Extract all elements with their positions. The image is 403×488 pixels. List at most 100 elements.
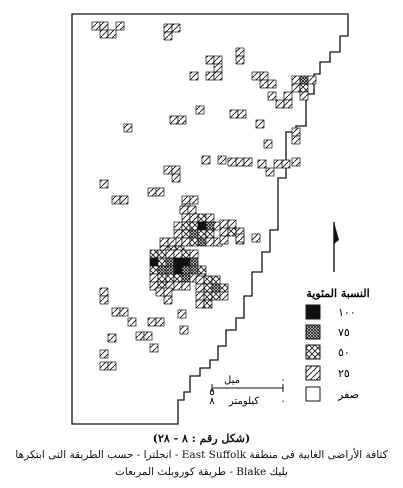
grid-cell bbox=[119, 195, 129, 205]
grid-cell bbox=[229, 109, 239, 119]
grid-cell bbox=[299, 91, 309, 101]
grid-cell bbox=[157, 249, 167, 259]
grid-cell bbox=[211, 291, 221, 301]
grid-cell bbox=[291, 135, 301, 145]
grid-cell bbox=[291, 127, 301, 137]
grid-cell bbox=[281, 159, 291, 169]
grid-cell bbox=[197, 221, 207, 231]
grid-cell bbox=[189, 257, 199, 267]
grid-cell bbox=[177, 309, 187, 319]
grid-cell bbox=[173, 265, 183, 275]
grid-cell bbox=[173, 221, 183, 231]
grid-cell bbox=[173, 229, 183, 239]
grid-cell bbox=[203, 291, 213, 301]
north-arrow-icon bbox=[333, 222, 339, 272]
grid-cell bbox=[307, 75, 317, 85]
grid-cell bbox=[257, 159, 267, 169]
grid-cell bbox=[227, 219, 237, 229]
legend-label-100: ١٠٠ bbox=[338, 306, 356, 319]
grid-cell bbox=[211, 275, 221, 285]
grid-cell bbox=[203, 283, 213, 293]
grid-cell bbox=[267, 79, 277, 89]
grid-cell bbox=[163, 165, 173, 175]
grid-cell bbox=[99, 287, 109, 297]
grid-cell bbox=[217, 155, 227, 165]
grid-cell bbox=[273, 159, 283, 169]
grid-cell bbox=[243, 157, 253, 167]
scale-miles-zero: ٠ bbox=[280, 375, 285, 386]
grid-cell bbox=[235, 55, 245, 65]
grid-cell bbox=[259, 71, 269, 81]
grid-cell bbox=[181, 273, 191, 283]
grid-cell bbox=[189, 229, 199, 239]
grid-cell bbox=[227, 227, 237, 237]
grid-cell bbox=[157, 273, 167, 283]
grid-cell bbox=[283, 99, 293, 109]
grid-cell bbox=[251, 233, 261, 243]
grid-cell bbox=[195, 275, 205, 285]
grid-cell bbox=[291, 83, 301, 93]
grid-cell bbox=[99, 21, 109, 31]
grid-cell bbox=[235, 233, 245, 243]
grid-cell bbox=[189, 195, 199, 205]
grid-cell bbox=[155, 287, 165, 297]
grid-cell bbox=[99, 349, 109, 359]
grid-cell bbox=[99, 29, 109, 39]
grid-cell bbox=[147, 317, 157, 327]
scale-miles-value: ٥ bbox=[209, 387, 214, 398]
grid-cell bbox=[205, 221, 215, 231]
grid-cell bbox=[169, 115, 179, 125]
grid-cell bbox=[189, 249, 199, 259]
grid-cell bbox=[177, 115, 187, 125]
legend-label-75: ٧٥ bbox=[338, 326, 350, 339]
grid-cell bbox=[219, 227, 229, 237]
grid-cell bbox=[107, 333, 117, 343]
grid-cell bbox=[195, 291, 205, 301]
grid-cell bbox=[127, 317, 137, 327]
grid-cell bbox=[165, 257, 175, 267]
grid-cell bbox=[165, 273, 175, 283]
grid-cell bbox=[173, 273, 183, 283]
grid-cell bbox=[163, 287, 173, 297]
grid-cell bbox=[267, 91, 277, 101]
grid-cell bbox=[283, 91, 293, 101]
grid-cell bbox=[179, 205, 189, 215]
grid-cell bbox=[213, 71, 223, 81]
legend-label-25: ٢٥ bbox=[338, 367, 350, 380]
grid-cell bbox=[173, 281, 183, 291]
grid-cell bbox=[205, 237, 215, 247]
grid-cell bbox=[299, 83, 309, 93]
caption-line-1: كثافة الأراضى الغابية فى منطقة East Suff… bbox=[15, 449, 388, 461]
grid-cell bbox=[149, 265, 159, 275]
grid-cell bbox=[235, 47, 245, 57]
grid-cell bbox=[181, 257, 191, 267]
grid-cell bbox=[235, 157, 245, 167]
grid-cell bbox=[205, 71, 215, 81]
grid-cell bbox=[195, 105, 205, 115]
scale-bar: ميل ٠ ٥ ٨ كيلومتر ٠ bbox=[209, 375, 285, 407]
grid-cell bbox=[197, 237, 207, 247]
grid-cell bbox=[203, 299, 213, 309]
grid-cell bbox=[291, 157, 301, 167]
grid-cell bbox=[181, 281, 191, 291]
grid-cell bbox=[189, 71, 199, 81]
legend-title: النسبة المئوية bbox=[306, 287, 369, 300]
grid-cell bbox=[265, 167, 275, 177]
grid-cell bbox=[99, 179, 109, 189]
grid-cell bbox=[163, 31, 173, 41]
grid-cell bbox=[189, 265, 199, 275]
caption-line-2: بليك Blake - طريقة كوروبلث المربعات bbox=[115, 466, 288, 478]
grid-cell bbox=[181, 265, 191, 275]
grid-cell bbox=[181, 213, 191, 223]
grid-cell bbox=[171, 173, 181, 183]
grid-cell bbox=[111, 195, 121, 205]
legend-swatch-100 bbox=[305, 304, 321, 320]
grid-cell bbox=[163, 295, 173, 305]
map-frame bbox=[71, 13, 349, 425]
legend-swatch-50 bbox=[305, 344, 321, 360]
grid-cell bbox=[171, 165, 181, 175]
grid-cell bbox=[205, 55, 215, 65]
grid-cell bbox=[263, 139, 273, 149]
legend: النسبة المئوية ١٠٠ ٧٥ ٥٠ ٢٥ صفر bbox=[305, 287, 370, 402]
